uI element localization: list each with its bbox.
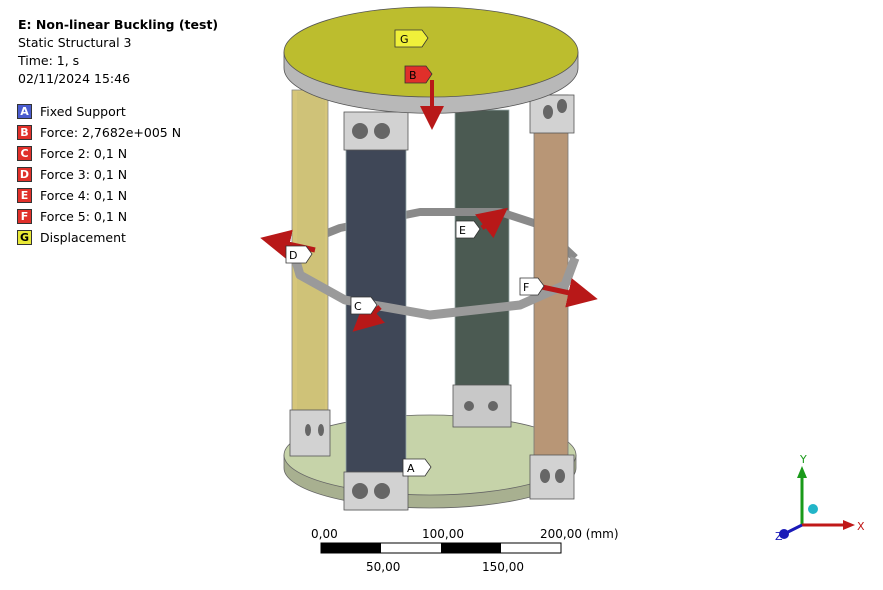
middle-ring-front[interactable] [287, 245, 580, 320]
legend-label-a: Fixed Support [40, 104, 126, 119]
svg-text:D: D [289, 249, 297, 262]
scale-label-150: 150,00 [482, 560, 524, 574]
top-plate[interactable] [283, 6, 579, 114]
legend-label-e: Force 4: 0,1 N [40, 188, 128, 203]
legend-item-b[interactable]: B Force: 2,7682e+005 N [17, 122, 181, 143]
legend-tag-g: G [17, 230, 32, 245]
legend-item-c[interactable]: C Force 2: 0,1 N [17, 143, 181, 164]
legend-label-f: Force 5: 0,1 N [40, 209, 128, 224]
legend-tag-b: B [17, 125, 32, 140]
legend-tag-e: E [17, 188, 32, 203]
legend-item-a[interactable]: A Fixed Support [17, 101, 181, 122]
legend-label-c: Force 2: 0,1 N [40, 146, 128, 161]
tag-c[interactable]: C [350, 296, 378, 315]
triad-z-label: Z [775, 530, 783, 543]
legend-item-g[interactable]: G Displacement [17, 227, 181, 248]
tag-a[interactable]: A [402, 458, 432, 477]
scale-bar: 0,00 100,00 200,00 (mm) 50,00 150,00 [311, 527, 619, 574]
axis-triad[interactable]: Y X Z [775, 453, 865, 543]
legend-label-d: Force 3: 0,1 N [40, 167, 128, 182]
legend-tag-f: F [17, 209, 32, 224]
result-header: E: Non-linear Buckling (test) Static Str… [18, 16, 218, 88]
legend-tag-d: D [17, 167, 32, 182]
tag-b[interactable]: B [404, 65, 433, 84]
time-label: Time: 1, s [18, 53, 80, 68]
back-post-right[interactable] [452, 109, 512, 428]
legend-label-g: Displacement [40, 230, 126, 245]
analysis-title: E: Non-linear Buckling (test) [18, 17, 219, 32]
scale-label-50: 50,00 [366, 560, 400, 574]
triad-y-label: Y [799, 453, 807, 466]
tag-d[interactable]: D [285, 245, 313, 264]
tag-e[interactable]: E [455, 220, 481, 239]
tag-g[interactable]: G [394, 29, 429, 48]
svg-text:C: C [354, 300, 362, 313]
svg-text:B: B [409, 69, 417, 82]
middle-ring-back[interactable] [290, 208, 578, 261]
analysis-type: Static Structural 3 [18, 35, 132, 50]
legend-item-d[interactable]: D Force 3: 0,1 N [17, 164, 181, 185]
force-c-arrow [352, 300, 385, 332]
boundary-condition-legend: A Fixed Support B Force: 2,7682e+005 N C… [17, 101, 181, 248]
scale-label-100: 100,00 [422, 527, 464, 541]
tag-f[interactable]: F [519, 277, 545, 296]
scale-label-200: 200,00 (mm) [540, 527, 619, 541]
legend-tag-a: A [17, 104, 32, 119]
force-e-arrow [475, 207, 508, 239]
legend-item-f[interactable]: F Force 5: 0,1 N [17, 206, 181, 227]
legend-item-e[interactable]: E Force 4: 0,1 N [17, 185, 181, 206]
scale-label-0: 0,00 [311, 527, 338, 541]
legend-label-b: Force: 2,7682e+005 N [40, 125, 182, 140]
date-label: 02/11/2024 15:46 [18, 71, 131, 86]
svg-text:G: G [400, 33, 409, 46]
svg-text:F: F [523, 281, 529, 294]
triad-x-label: X [857, 520, 865, 533]
svg-text:E: E [459, 224, 466, 237]
force-f-arrow [541, 278, 598, 308]
legend-tag-c: C [17, 146, 32, 161]
svg-text:A: A [407, 462, 415, 475]
